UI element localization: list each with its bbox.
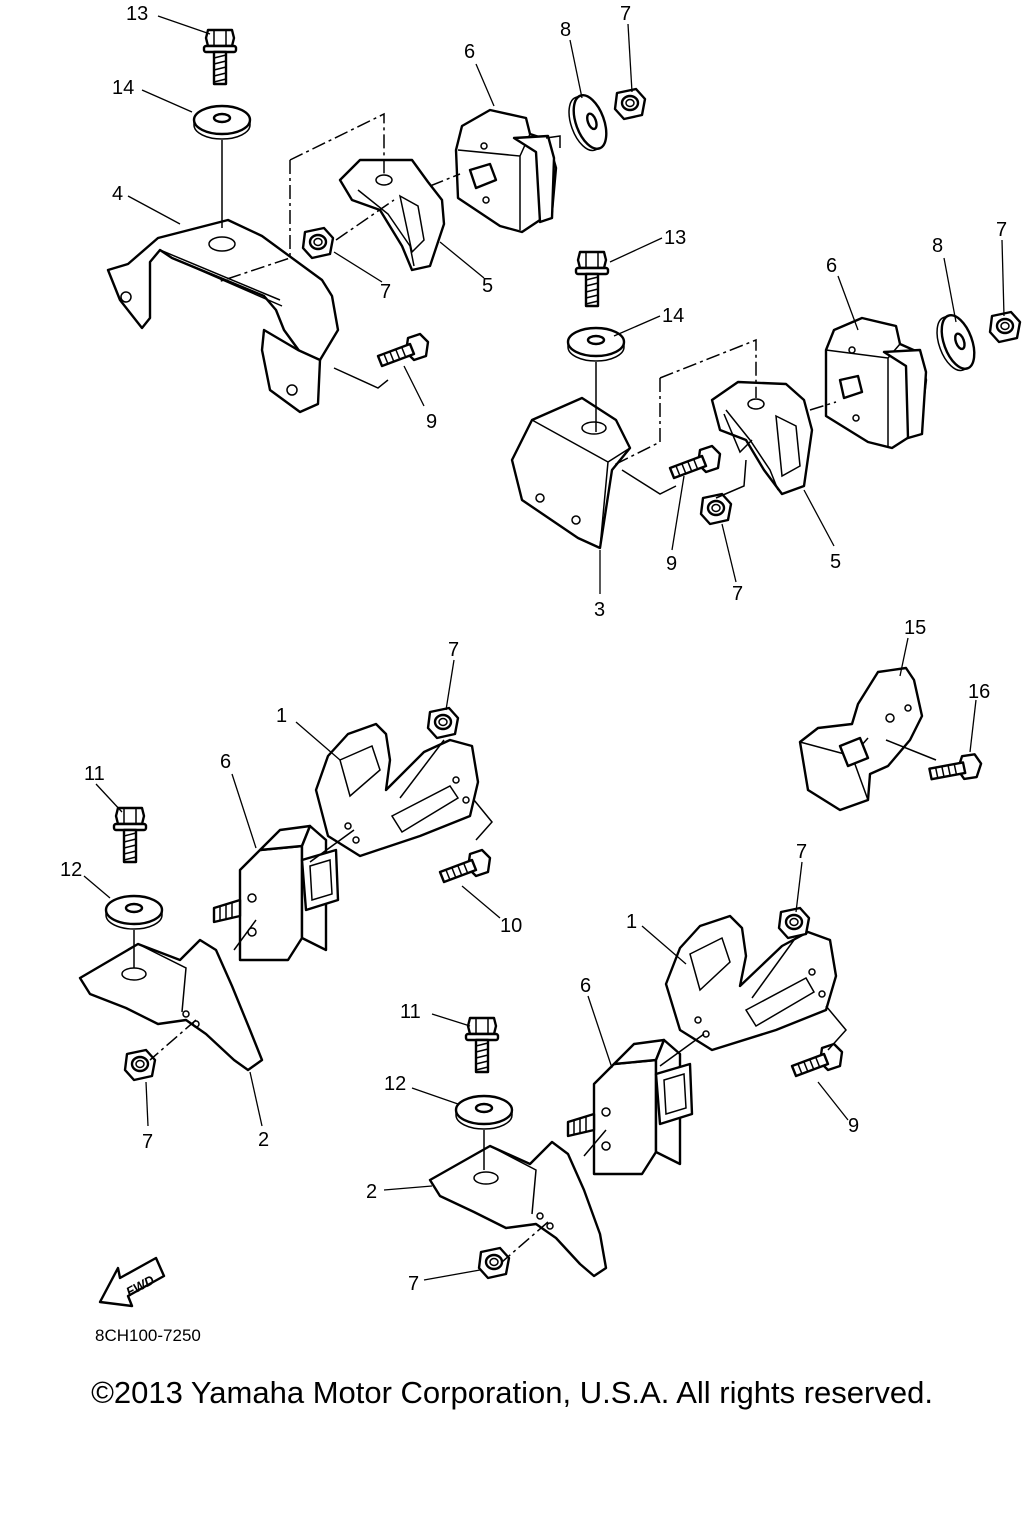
callout-11: 11 xyxy=(84,763,105,785)
bolt-10 xyxy=(438,848,492,884)
bolt-9-middle xyxy=(668,444,722,480)
callout-2: 2 xyxy=(366,1181,377,1203)
flange-bolt-11-right xyxy=(464,1016,500,1074)
callout-15: 15 xyxy=(904,617,926,639)
callout-7: 7 xyxy=(620,3,631,25)
callout-11: 11 xyxy=(400,1001,421,1023)
damper-part-6-lower-left xyxy=(212,824,340,962)
bracket-part-3 xyxy=(510,396,632,550)
callout-10: 10 xyxy=(500,915,522,937)
callout-7: 7 xyxy=(380,281,391,303)
callout-6: 6 xyxy=(826,255,837,277)
fwd-arrow-icon: FWD xyxy=(98,1256,166,1308)
damper-part-6-middle xyxy=(824,316,928,450)
bolt-9-upper xyxy=(376,332,430,368)
callout-5: 5 xyxy=(482,275,493,297)
washer-12-left xyxy=(104,894,164,931)
assembly-part-15 xyxy=(798,666,984,812)
callout-6: 6 xyxy=(580,975,591,997)
flange-bolt-13-middle xyxy=(574,250,610,308)
callout-13: 13 xyxy=(664,227,686,249)
callout-12: 12 xyxy=(60,859,82,881)
assembly-lower-right xyxy=(428,906,847,1280)
assembly-lower-left xyxy=(78,706,493,1082)
nut-7-upper-right xyxy=(613,87,647,121)
nut-7-lower-right-top xyxy=(777,906,811,940)
washer-14-middle xyxy=(566,326,626,363)
flange-bolt-11-left xyxy=(112,806,148,864)
callout-14: 14 xyxy=(112,77,134,99)
callout-9: 9 xyxy=(426,411,437,433)
bracket-part-4 xyxy=(106,218,340,414)
bracket-part-1-right xyxy=(664,914,838,1052)
assembly-middle-right xyxy=(510,250,1022,550)
bracket-part-1-left xyxy=(314,722,480,858)
callout-8: 8 xyxy=(560,19,571,41)
callout-14: 14 xyxy=(662,305,684,327)
bolt-16 xyxy=(926,745,984,789)
callout-5: 5 xyxy=(830,551,841,573)
nut-7-middle-right xyxy=(988,310,1022,344)
callout-1: 1 xyxy=(626,911,637,933)
washer-14-upper xyxy=(192,104,252,141)
callout-7: 7 xyxy=(796,841,807,863)
assembly-upper-left xyxy=(106,28,647,414)
bolt-9-lower xyxy=(790,1042,844,1078)
mount-part-5 xyxy=(338,158,446,272)
callout-7: 7 xyxy=(996,219,1007,241)
callout-12: 12 xyxy=(384,1073,406,1095)
bracket-part-2-left xyxy=(78,938,264,1072)
callout-1: 1 xyxy=(276,705,287,727)
nut-7-middle-lower xyxy=(699,492,733,526)
damper-part-6-upper xyxy=(454,108,561,234)
callout-16: 16 xyxy=(968,681,990,703)
diagram-code: 8CH100-7250 xyxy=(95,1326,201,1345)
nut-7-lower-left-bottom xyxy=(123,1048,157,1082)
callout-6: 6 xyxy=(220,751,231,773)
callout-6: 6 xyxy=(464,41,475,63)
copyright-notice: ©2013 Yamaha Motor Corporation, U.S.A. A… xyxy=(91,1375,933,1410)
callout-9: 9 xyxy=(666,553,677,575)
flange-bolt-13-upper xyxy=(202,28,238,86)
callout-13: 13 xyxy=(126,3,148,25)
callout-2: 2 xyxy=(258,1129,269,1151)
callout-9: 9 xyxy=(848,1115,859,1137)
nut-7-lower-right-bottom xyxy=(477,1246,511,1280)
callout-7: 7 xyxy=(142,1131,153,1153)
callout-8: 8 xyxy=(932,235,943,257)
nut-7-lower-left-top xyxy=(426,706,460,740)
callout-leaders xyxy=(83,15,1005,1281)
mount-part-15 xyxy=(798,666,924,812)
callout-7: 7 xyxy=(732,583,743,605)
callout-3: 3 xyxy=(594,599,605,621)
callout-4: 4 xyxy=(112,183,123,205)
nut-7-upper-left xyxy=(301,226,335,260)
callout-7: 7 xyxy=(448,639,459,661)
washer-12-right xyxy=(454,1094,514,1131)
bracket-part-2-right xyxy=(428,1140,608,1278)
callout-7: 7 xyxy=(408,1273,419,1295)
washer-8-upper xyxy=(561,89,614,157)
mount-part-5-middle xyxy=(710,380,814,496)
callout-labels: 13 14 4 6 8 7 7 5 9 13 14 6 8 7 9 7 5 3 … xyxy=(60,3,1007,1295)
